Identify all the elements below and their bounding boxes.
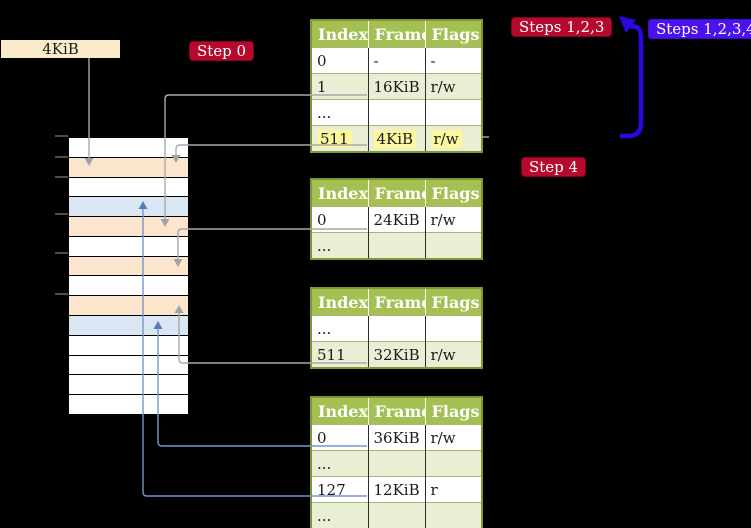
memory-frame-row: [69, 316, 188, 336]
table-cell: 511: [311, 125, 368, 152]
column-header: Frame: [367, 20, 425, 48]
table-cell: r/w: [424, 424, 482, 451]
frame-boundary-tick: [55, 156, 68, 158]
table-cell: r/w: [424, 341, 482, 368]
table-cell: -: [424, 47, 482, 74]
column-header: Frame: [367, 288, 425, 316]
memory-frame-row: [69, 256, 188, 277]
frame-boundary-tick: [55, 213, 68, 215]
table-cell: r/w: [424, 125, 482, 152]
loop-arrowhead: [619, 16, 636, 33]
memory-frame-row: [69, 197, 188, 218]
memory-stack: [68, 137, 189, 415]
badge-step-0: Step 0: [189, 41, 255, 61]
column-header: Flags: [424, 397, 482, 425]
column-header: Flags: [424, 179, 482, 207]
table-cell: 0: [311, 47, 368, 74]
table-row: 511 4KiB r/w: [311, 125, 482, 152]
memory-frame-row: [69, 276, 188, 297]
table-cell: [424, 450, 482, 477]
column-header: Flags: [424, 288, 482, 316]
column-header: Index: [311, 20, 368, 48]
table-cell: r: [424, 476, 482, 503]
table-cell: 24KiB: [367, 206, 425, 233]
page-table-2: IndexFrameFlags024KiBr/w...: [310, 178, 483, 260]
memory-frame-row: [69, 375, 188, 396]
column-header: Index: [311, 288, 368, 316]
column-header: Index: [311, 397, 368, 425]
table-cell: [424, 232, 482, 259]
badge-steps-1-2-3-4: Steps 1,2,3,4: [648, 19, 751, 39]
loop-arrow-self-reference: [620, 24, 644, 139]
memory-frame-row: [69, 177, 188, 198]
frame-boundary-tick: [55, 293, 68, 295]
table-cell: ...: [311, 502, 368, 528]
table-cell: [424, 315, 482, 342]
memory-frame-row: [69, 157, 188, 178]
column-header: Flags: [424, 20, 482, 48]
table-cell: 12KiB: [367, 476, 425, 503]
frame-boundary-tick: [55, 176, 68, 178]
table-cell: r/w: [424, 73, 482, 100]
table-cell: [367, 315, 425, 342]
table-cell: ...: [311, 450, 368, 477]
table-cell: 1: [311, 73, 368, 100]
table-row: ...: [311, 502, 482, 528]
table-cell: [424, 502, 482, 528]
table-cell: ...: [311, 232, 368, 259]
frame-boundary-tick: [55, 135, 68, 137]
table-cell: 4KiB: [367, 125, 425, 152]
table-cell: 511: [311, 341, 368, 368]
memory-frame-row: [69, 236, 188, 257]
table-cell: [367, 502, 425, 528]
table-cell: r/w: [424, 206, 482, 233]
table-cell: [424, 99, 482, 126]
table-cell: 0: [311, 424, 368, 451]
memory-frame-row: [69, 355, 188, 376]
badge-step-4: Step 4: [521, 157, 587, 177]
table-cell: [367, 99, 425, 126]
page-table-4: IndexFrameFlags036KiBr/w...12712KiBr...: [310, 396, 483, 528]
table-cell: 32KiB: [367, 341, 425, 368]
table-cell: 0: [311, 206, 368, 233]
table-row: ...: [311, 99, 482, 126]
table-cell: ...: [311, 315, 368, 342]
column-header: Index: [311, 179, 368, 207]
table-row: 0--: [311, 47, 482, 74]
column-header: Frame: [367, 179, 425, 207]
highlighted-value: 511: [317, 129, 352, 148]
table-row: ...: [311, 232, 482, 259]
table-cell: [367, 450, 425, 477]
highlighted-value: 4KiB: [373, 129, 417, 148]
table-row: ...: [311, 450, 482, 477]
table-cell: ...: [311, 99, 368, 126]
memory-frame-row: [69, 296, 188, 317]
memory-frame-row: [69, 395, 188, 414]
memory-frame-row: [69, 217, 188, 237]
table-cell: 127: [311, 476, 368, 503]
memory-frame-row: [69, 138, 188, 158]
frame-boundary-tick: [55, 252, 68, 254]
highlighted-value: r/w: [430, 129, 462, 148]
memory-frame-row: [69, 335, 188, 356]
badge-steps-1-2-3: Steps 1,2,3: [511, 17, 613, 37]
table-row: ...: [311, 315, 482, 342]
frame-address-label: 4KiB: [1, 40, 120, 58]
column-header: Frame: [367, 397, 425, 425]
table-cell: 36KiB: [367, 424, 425, 451]
table-cell: [367, 232, 425, 259]
table-cell: 16KiB: [367, 73, 425, 100]
table-cell: -: [367, 47, 425, 74]
